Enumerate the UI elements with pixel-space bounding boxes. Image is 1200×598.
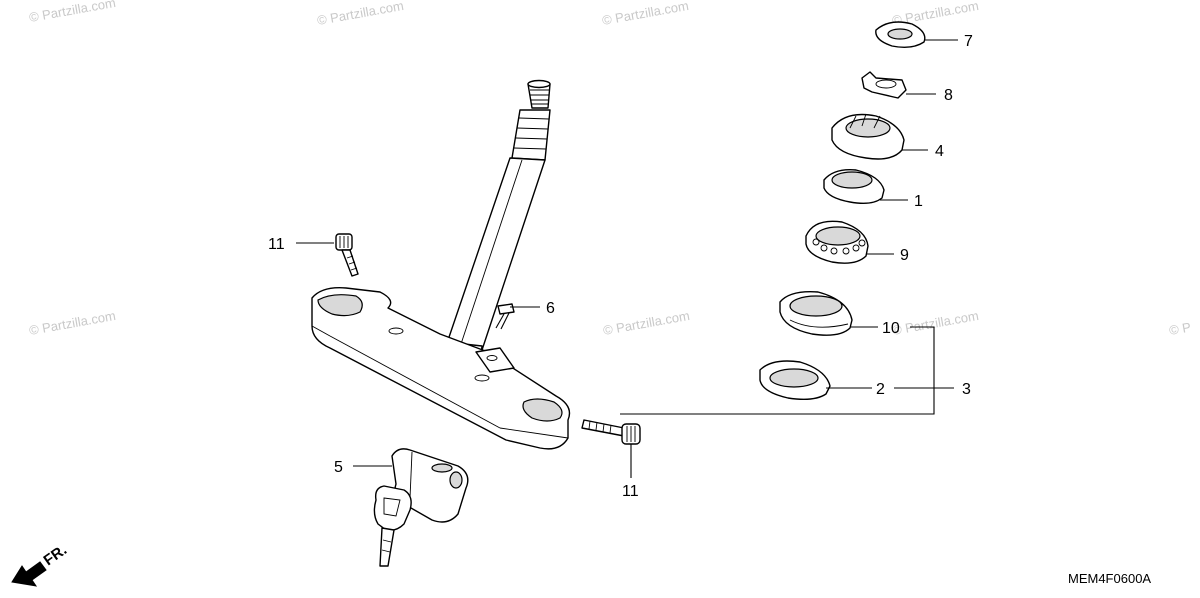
bolt-6 xyxy=(495,303,515,330)
watermarks: © Partzilla.com © Partzilla.com © Partzi… xyxy=(28,0,1192,338)
watermark: © Partzilla.com xyxy=(28,308,117,338)
callout-3: 3 xyxy=(962,381,971,398)
dust-seal-2 xyxy=(759,360,831,401)
leader-lines xyxy=(296,39,958,478)
watermark: © Partzilla.com xyxy=(602,308,691,338)
watermark-edge: © P xyxy=(1168,319,1192,338)
steering-lock xyxy=(373,448,469,567)
callout-9: 9 xyxy=(900,247,909,264)
bolt-11-lower xyxy=(581,419,641,445)
front-direction-indicator: FR. xyxy=(11,541,71,587)
callout-5: 5 xyxy=(334,459,343,476)
callout-11-lower: 11 xyxy=(622,483,639,500)
callout-4: 4 xyxy=(935,143,944,160)
callout-1: 1 xyxy=(914,193,923,210)
watermark: © Partzilla.com xyxy=(316,0,405,28)
diagram-code: MEM4F0600A xyxy=(1068,571,1151,586)
front-arrow-icon xyxy=(11,561,47,587)
callout-2: 2 xyxy=(876,381,885,398)
bearing-9 xyxy=(805,220,869,264)
front-label: FR. xyxy=(41,541,71,569)
lock-nut-7 xyxy=(875,21,926,49)
bolt-11-upper xyxy=(335,233,359,277)
callout-8: 8 xyxy=(944,87,953,104)
watermark: © Partzilla.com xyxy=(601,0,690,28)
bearing-10 xyxy=(779,291,853,336)
race-1 xyxy=(823,169,885,205)
watermark: © Partzilla.com xyxy=(28,0,117,25)
callout-10: 10 xyxy=(882,320,900,337)
lock-washer-8 xyxy=(861,71,907,99)
callout-6: 6 xyxy=(546,300,555,317)
adjusting-nut-4 xyxy=(831,113,905,160)
steering-bottom-bridge xyxy=(311,287,571,450)
callout-7: 7 xyxy=(964,33,973,50)
steering-stem xyxy=(443,79,551,366)
callout-11-upper: 11 xyxy=(268,236,285,253)
watermark: © Partzilla.com xyxy=(891,308,980,338)
callouts: 7 8 4 1 9 10 2 3 11 6 5 11 xyxy=(268,33,973,500)
